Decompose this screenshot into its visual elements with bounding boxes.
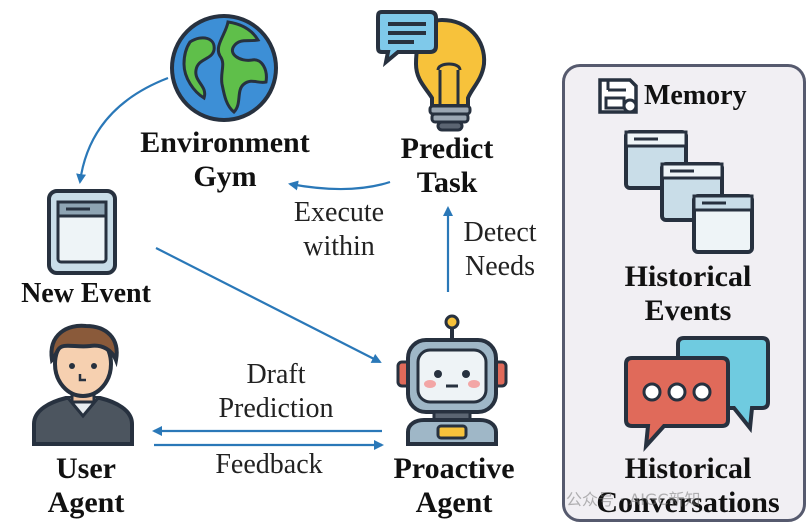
- new-event-label: New Event: [21, 278, 151, 309]
- detect-needs-label-line1: Detect: [463, 217, 537, 248]
- watermark: 公众号 · AIGC新知: [566, 490, 701, 509]
- chat-bubbles-icon: [624, 336, 770, 452]
- execute-within-label-line1: Execute: [293, 197, 385, 228]
- arrow-new-event-to-agent: [155, 247, 382, 363]
- historical-conversations-label-line2: Conversations: [596, 485, 780, 519]
- proactive-agent-label-line1: Proactive: [393, 452, 515, 485]
- draft-prediction-label-line1: Draft: [246, 359, 306, 390]
- stacked-windows-icon: [624, 130, 754, 254]
- document-icon: [47, 189, 117, 275]
- memory-card-icon: [598, 78, 638, 114]
- arrow-predict-to-gym: [288, 180, 391, 191]
- historical-events-label-line1: Historical: [624, 260, 752, 293]
- predict-task-label-line2: Task: [416, 165, 478, 199]
- draft-prediction-label-line2: Prediction: [218, 392, 334, 424]
- arrow-gym-to-new-event: [76, 76, 169, 184]
- user-agent-label-line1: User: [56, 452, 116, 485]
- predict-task-label-line1: Predict: [400, 132, 494, 165]
- memory-title: Memory: [644, 80, 747, 111]
- proactive-agent-label-line2: Agent: [415, 485, 493, 519]
- user-agent-label-line2: Agent: [47, 485, 125, 519]
- detect-needs-label-line2: Needs: [465, 250, 535, 282]
- lightbulb-icon: [376, 10, 487, 132]
- execute-within-label-line2: within: [303, 230, 375, 262]
- robot-icon: [396, 314, 508, 446]
- environment-gym-label-line1: Environment: [140, 126, 310, 159]
- feedback-label: Feedback: [215, 449, 323, 480]
- environment-gym-label-line2: Gym: [193, 159, 257, 193]
- globe-icon: [170, 14, 278, 122]
- user-avatar-icon: [32, 323, 134, 446]
- historical-conversations-label-line1: Historical: [624, 452, 752, 485]
- historical-events-label-line2: Events: [644, 293, 732, 327]
